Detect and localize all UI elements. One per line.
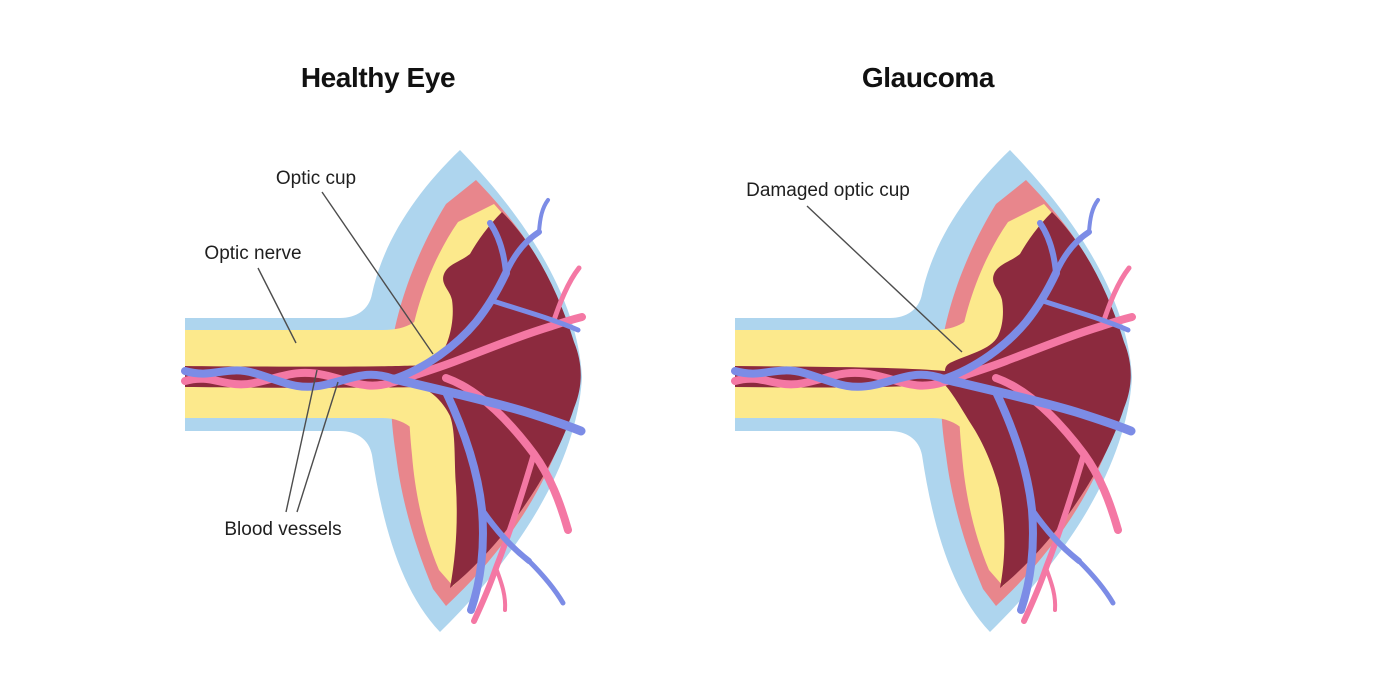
damaged-optic-cup-label: Damaged optic cup: [746, 180, 910, 201]
healthy-eye-annotations: Optic cup Optic nerve Blood vessels: [204, 168, 434, 540]
healthy-eye-title: Healthy Eye: [300, 62, 456, 93]
blood-vessels-label: Blood vessels: [224, 519, 341, 540]
blood-vessels-leader-line-1: [285, 369, 318, 513]
optic-cup-label: Optic cup: [276, 168, 356, 189]
optic-nerve-leader-line: [257, 267, 297, 344]
optic-nerve-label: Optic nerve: [204, 243, 301, 264]
blood-vessels-leader-line-2: [296, 381, 339, 513]
glaucoma-eye-illustration: Damaged optic cup: [700, 150, 1140, 632]
glaucoma-title: Glaucoma: [861, 62, 995, 93]
optic-cup-leader-line: [321, 191, 434, 355]
glaucoma-eye-annotations: Damaged optic cup: [746, 180, 963, 353]
healthy-eye-illustration: Optic cup Optic nerve Blood vessels: [150, 150, 590, 632]
damaged-optic-cup-leader-line: [806, 205, 963, 353]
